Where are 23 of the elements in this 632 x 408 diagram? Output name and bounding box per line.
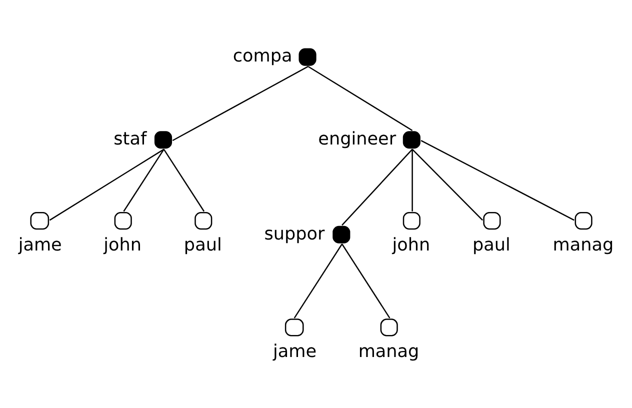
connector (412, 148, 413, 211)
node-label: paul (184, 235, 222, 256)
connector (420, 139, 574, 220)
connector (123, 148, 164, 212)
node-label: engineer (318, 129, 396, 150)
connector (342, 243, 390, 318)
node-label: paul (472, 235, 510, 256)
node-label: john (392, 235, 430, 256)
node-label: manag (358, 342, 420, 362)
connector (294, 243, 343, 318)
connector (172, 65, 308, 141)
node-label: jame (273, 342, 317, 362)
connector (342, 148, 413, 226)
connector (412, 148, 483, 220)
node-label: manag (552, 235, 614, 256)
connector (49, 148, 164, 220)
node-label: jame (18, 235, 62, 256)
connector (163, 148, 205, 212)
node-label: john (104, 235, 142, 256)
connector (308, 65, 413, 130)
node-label: compa (232, 46, 292, 66)
node-label: staf (114, 129, 147, 150)
node-label: suppor (264, 224, 325, 244)
